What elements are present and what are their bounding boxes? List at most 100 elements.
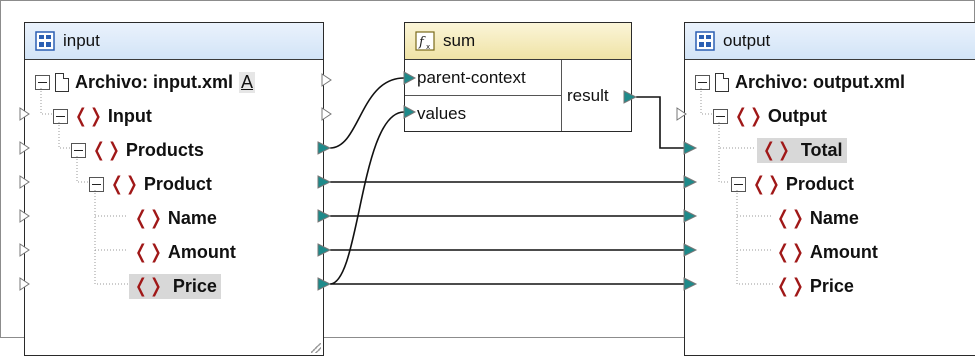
- port-fn-values[interactable]: [403, 105, 417, 119]
- collapse-icon[interactable]: [695, 74, 710, 90]
- input-node-label: Products: [125, 139, 204, 160]
- input-node-label: Price: [172, 275, 217, 296]
- port-out-products[interactable]: [317, 141, 332, 155]
- fn-output-result[interactable]: result: [567, 86, 609, 105]
- sum-function-title: sum: [443, 31, 476, 50]
- element-brackets-icon: ❬❭: [733, 105, 764, 127]
- selected-node-highlight[interactable]: ❬❭ Total: [757, 137, 847, 163]
- output-node-amount[interactable]: ❬❭ Amount: [775, 235, 878, 269]
- element-brackets-icon: ❬❭: [133, 207, 164, 229]
- output-node-total[interactable]: ❬❭ Total: [757, 133, 847, 167]
- port-in-amount[interactable]: [683, 243, 698, 257]
- file-icon: [715, 72, 729, 92]
- input-left-ports: [19, 107, 30, 291]
- port-left-products[interactable]: [19, 141, 30, 155]
- input-node-name[interactable]: ❬❭ Name: [133, 201, 217, 235]
- input-file-label: Archivo: input.xml: [75, 71, 234, 92]
- output-tree-lines: [700, 88, 773, 285]
- port-left-name[interactable]: [19, 209, 30, 223]
- output-file-label: Archivo: output.xml: [735, 71, 905, 92]
- input-node-products[interactable]: ❬❭ Products: [71, 133, 204, 167]
- input-node-label: Amount: [167, 241, 236, 262]
- input-file-suffix: A: [239, 71, 256, 93]
- port-in-name[interactable]: [683, 209, 698, 223]
- input-component-header[interactable]: input: [25, 23, 323, 60]
- port-out-input[interactable]: [321, 107, 332, 121]
- sum-function-header[interactable]: f x sum: [405, 23, 631, 60]
- output-node-label: Total: [800, 139, 843, 160]
- fn-input-parent-context[interactable]: parent-context: [417, 68, 526, 87]
- output-node-price[interactable]: ❬❭ Price: [775, 269, 854, 303]
- port-out-price[interactable]: [317, 277, 332, 291]
- svg-text:x: x: [426, 43, 430, 51]
- collapse-icon[interactable]: [713, 108, 728, 124]
- wire-result-to-total[interactable]: [636, 96, 684, 149]
- output-component-header[interactable]: output: [685, 23, 975, 60]
- output-node-product[interactable]: ❬❭ Product: [731, 167, 854, 201]
- wire-price-to-values[interactable]: [329, 111, 405, 285]
- sum-function-component[interactable]: f x sum parent-context values result: [404, 22, 632, 132]
- port-left-price[interactable]: [19, 277, 30, 291]
- xml-schema-component-icon: [695, 31, 715, 51]
- collapse-icon[interactable]: [731, 176, 746, 192]
- output-component[interactable]: output Archivo: output.xml ❬❭ Output ❬❭ …: [684, 22, 975, 356]
- input-component[interactable]: input Archivo: input.xml A ❬❭ Input ❬❭ P…: [24, 22, 324, 356]
- port-in-total[interactable]: [683, 141, 698, 155]
- port-out-name[interactable]: [317, 209, 332, 223]
- element-brackets-icon: ❬❭: [761, 139, 792, 161]
- element-brackets-icon: ❬❭: [133, 241, 164, 263]
- element-brackets-icon: ❬❭: [775, 275, 806, 297]
- output-node-output[interactable]: ❬❭ Output: [713, 99, 827, 133]
- collapse-icon[interactable]: [53, 108, 68, 124]
- port-left-product[interactable]: [19, 175, 30, 189]
- element-brackets-icon: ❬❭: [751, 173, 782, 195]
- element-brackets-icon: ❬❭: [109, 173, 140, 195]
- port-fn-parent-context[interactable]: [403, 71, 417, 85]
- fn-input-values[interactable]: values: [417, 104, 467, 123]
- input-file-row[interactable]: Archivo: input.xml A: [35, 65, 256, 99]
- port-in-product[interactable]: [683, 175, 698, 189]
- wire-products-to-parent-context[interactable]: [329, 77, 405, 149]
- port-in-price[interactable]: [683, 277, 698, 291]
- element-brackets-icon: ❬❭: [133, 275, 164, 297]
- input-component-title: input: [63, 31, 100, 50]
- input-node-label: Name: [167, 207, 217, 228]
- function-icon: f x: [415, 31, 435, 51]
- element-brackets-icon: ❬❭: [775, 207, 806, 229]
- port-out-product[interactable]: [317, 175, 332, 189]
- input-node-product[interactable]: ❬❭ Product: [89, 167, 212, 201]
- output-node-name[interactable]: ❬❭ Name: [775, 201, 859, 235]
- input-node-amount[interactable]: ❬❭ Amount: [133, 235, 236, 269]
- output-node-label: Price: [809, 275, 854, 296]
- svg-text:f: f: [418, 35, 426, 50]
- output-node-label: Product: [785, 173, 854, 194]
- output-node-label: Output: [767, 105, 827, 126]
- collapse-icon[interactable]: [89, 176, 104, 192]
- fn-input-divider: [405, 95, 561, 96]
- output-node-label: Amount: [809, 241, 878, 262]
- output-node-label: Name: [809, 207, 859, 228]
- port-left-input[interactable]: [19, 107, 30, 121]
- selected-node-highlight[interactable]: ❬❭ Price: [129, 273, 221, 299]
- port-out-file[interactable]: [321, 73, 332, 87]
- element-brackets-icon: ❬❭: [91, 139, 122, 161]
- file-icon: [55, 72, 69, 92]
- fn-column-divider: [561, 60, 562, 131]
- input-node-label: Product: [143, 173, 212, 194]
- port-left-amount[interactable]: [19, 243, 30, 257]
- port-fn-result[interactable]: [623, 90, 638, 104]
- collapse-icon[interactable]: [71, 142, 86, 158]
- input-tree-lines: [40, 88, 128, 285]
- output-file-row[interactable]: Archivo: output.xml: [695, 65, 905, 99]
- port-out-amount[interactable]: [317, 243, 332, 257]
- xml-schema-component-icon: [35, 31, 55, 51]
- collapse-icon[interactable]: [35, 74, 50, 90]
- port-in-output[interactable]: [676, 107, 687, 121]
- output-component-title: output: [723, 31, 771, 50]
- input-node-price[interactable]: ❬❭ Price: [129, 269, 221, 303]
- resize-grip-icon[interactable]: [311, 343, 321, 353]
- element-brackets-icon: ❬❭: [73, 105, 104, 127]
- input-node-label: Input: [107, 105, 152, 126]
- input-node-input[interactable]: ❬❭ Input: [53, 99, 152, 133]
- mapping-connections: [19, 71, 773, 291]
